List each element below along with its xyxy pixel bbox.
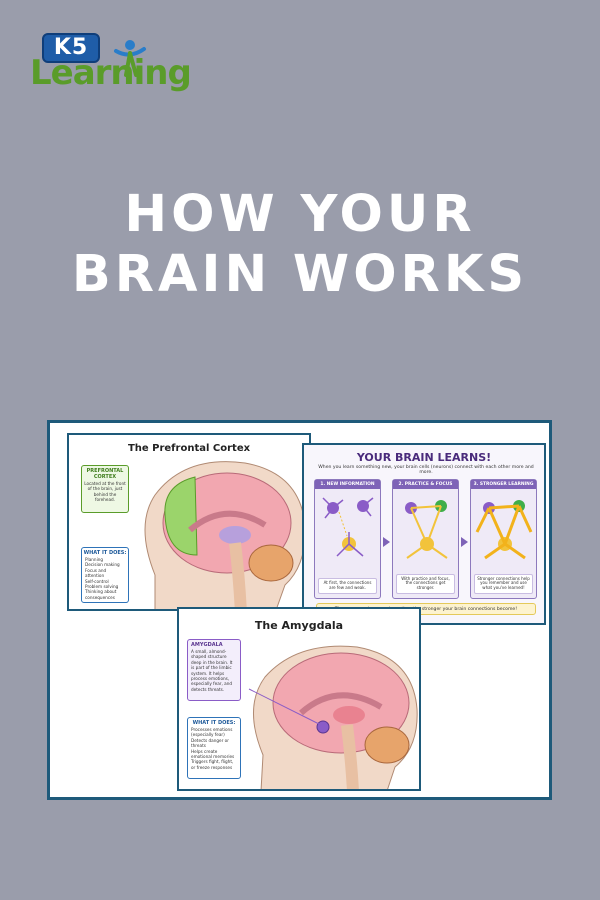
list-item: Planning [85, 557, 104, 562]
brain-learns-card: YOUR BRAIN LEARNS! When you learn someth… [302, 443, 546, 625]
arrow-right-icon [461, 537, 468, 547]
neurons-icon [322, 497, 374, 557]
person-icon [114, 40, 146, 77]
title-line-2: BRAIN WORKS [71, 245, 529, 304]
list-item: Focus and attention [85, 567, 107, 579]
prefrontal-label-text: Located at the front of the brain, just … [84, 481, 126, 503]
amygdala-label-title: AMYGDALA [191, 642, 223, 648]
neurons-icon [475, 500, 533, 560]
preview-collage[interactable]: The Prefrontal Cortex PREFRONTAL CORTEX … [47, 420, 552, 800]
list-item: Decision making [85, 562, 120, 568]
step-heading: 3. STRONGER LEARNING [471, 480, 536, 489]
brain-side-illustration [144, 461, 306, 609]
prefrontal-does-box: WHAT IT DOES: Planning Decision making F… [81, 547, 129, 603]
arrow-right-icon [383, 537, 390, 547]
amygdala-label-text: A small, almond-shaped structure deep in… [191, 649, 233, 692]
list-item: Helps create emotional memories [191, 748, 235, 760]
logo-word: Learning [30, 53, 192, 93]
list-item: Thinking about consequences [85, 589, 117, 600]
learns-title: YOUR BRAIN LEARNS! [356, 451, 492, 464]
list-item: Triggers fight, flight, or freeze respon… [191, 759, 234, 770]
amygdala-title: The Amygdala [254, 619, 344, 632]
list-item: Self-control [85, 578, 109, 584]
list-item: Problem solving [85, 584, 119, 590]
learn-step-2: 2. PRACTICE & FOCUS With practice and fo… [392, 479, 459, 599]
prefrontal-cortex-card: The Prefrontal Cortex PREFRONTAL CORTEX … [67, 433, 311, 611]
step-text: Stronger connections help you remember a… [474, 573, 533, 594]
amygdala-does-title: WHAT IT DOES: [192, 720, 236, 726]
page-title: HOW YOUR BRAIN WORKS [0, 185, 600, 305]
step-heading: 1. NEW INFORMATION [315, 480, 380, 489]
amygdala-does-box: WHAT IT DOES: Processes emotions (especi… [187, 717, 241, 779]
k5-learning-logo[interactable]: K5 Learning [30, 33, 192, 97]
title-line-1: HOW YOUR [124, 185, 476, 244]
step-text: At first, the connections are few and we… [318, 578, 377, 594]
list-item: Detects danger or threats [191, 737, 229, 749]
brain-side-illustration [248, 645, 418, 789]
step-text: With practice and focus, the connections… [396, 573, 455, 594]
prefrontal-label-title: PREFRONTAL CORTEX [86, 468, 124, 480]
amygdala-does-list: Processes emotions (especially fear) Det… [188, 726, 240, 771]
prefrontal-label-box: PREFRONTAL CORTEX Located at the front o… [81, 465, 129, 513]
prefrontal-does-title: WHAT IT DOES: [83, 550, 127, 556]
neurons-icon [405, 500, 448, 559]
step-heading: 2. PRACTICE & FOCUS [393, 480, 458, 489]
prefrontal-does-list: Planning Decision making Focus and atten… [82, 556, 128, 601]
logo-badge: K5 [42, 33, 100, 63]
amygdala-card: The Amygdala AMYGDALA A small, almond-sh… [177, 607, 421, 791]
learn-step-3: 3. STRONGER LEARNING Stronger connection… [470, 479, 537, 599]
learn-step-1: 1. NEW INFORMATION At first, the connect… [314, 479, 381, 599]
prefrontal-title: The Prefrontal Cortex [127, 443, 251, 454]
amygdala-label-box: AMYGDALA A small, almond-shaped structur… [187, 639, 241, 701]
list-item: Processes emotions (especially fear) [191, 727, 233, 738]
learns-subtitle: When you learn something new, your brain… [318, 465, 534, 476]
